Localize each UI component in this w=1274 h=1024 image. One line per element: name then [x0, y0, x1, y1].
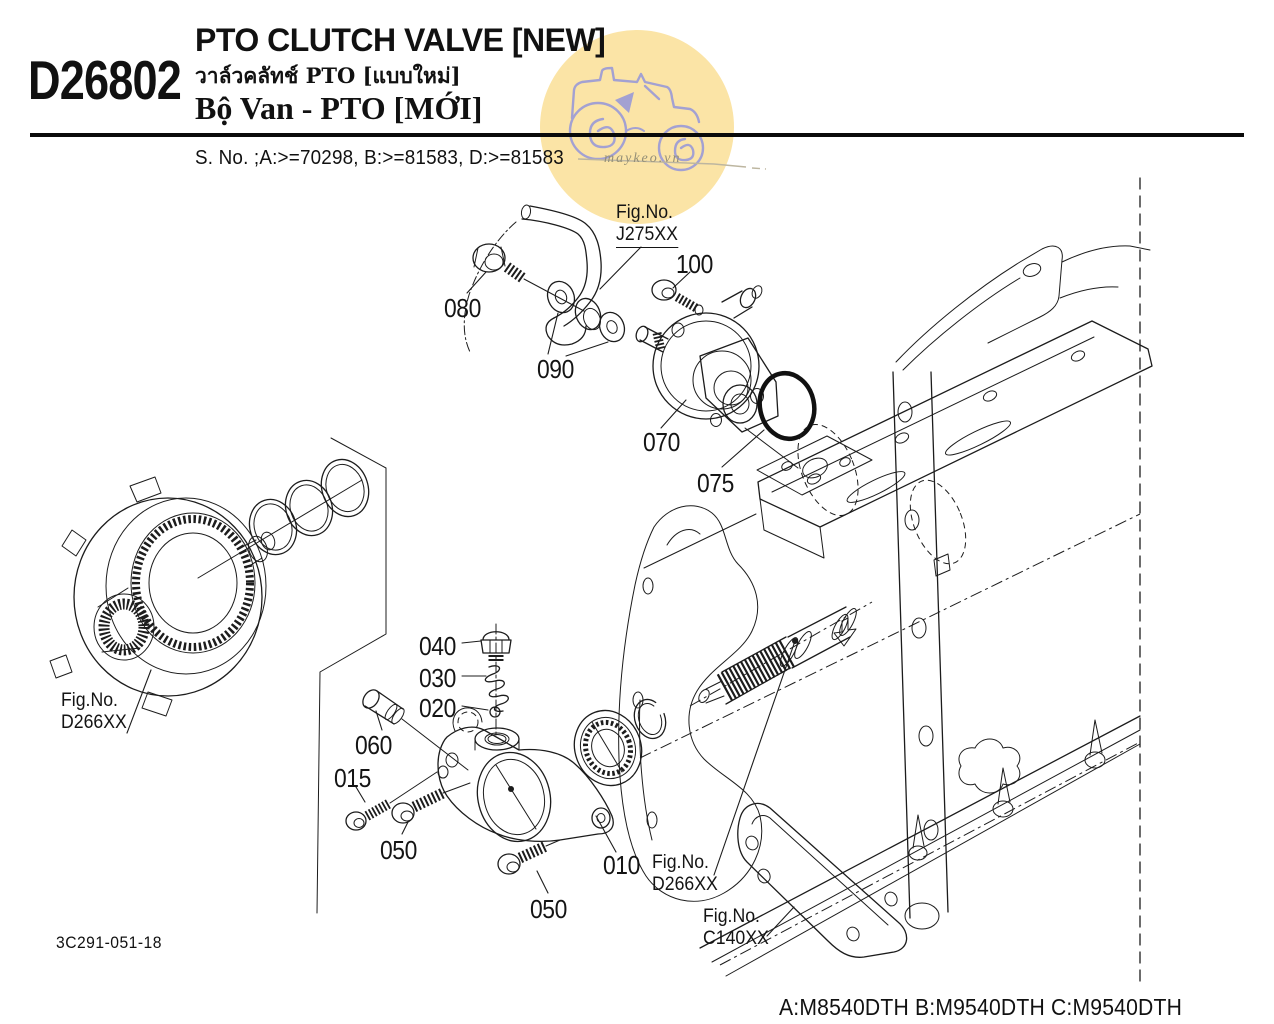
watermark-ground-dash	[751, 167, 767, 170]
plug-spring-ball	[480, 623, 512, 736]
pto-shaft	[689, 601, 873, 707]
joint-bolt-080	[472, 243, 585, 312]
serial-number-note: S. No. ;A:>=70298, B:>=81583, D:>=81583	[195, 146, 564, 169]
figure-code: D26802	[28, 49, 182, 111]
callout-020: 020	[419, 693, 456, 723]
hydraulic-pipe	[463, 204, 602, 353]
callout-040: 040	[419, 631, 456, 661]
pin-and-screws	[345, 689, 561, 875]
page-title-th: วาล์วคลัทช์ PTO [แบบใหม่]	[195, 63, 461, 88]
drawing-number: 3C291-051-18	[56, 934, 162, 952]
page-title-en: PTO CLUTCH VALVE [NEW]	[195, 22, 606, 58]
transmission-case	[618, 245, 1153, 977]
callout-060: 060	[355, 730, 392, 760]
callout-015: 015	[334, 763, 371, 793]
page-title-vi: Bộ Van - PTO [MỚI]	[195, 90, 483, 126]
assembly-axis-line	[197, 479, 363, 579]
figref-caption: Fig.No.	[61, 690, 118, 711]
callout-100: 100	[676, 249, 713, 279]
detail-boundary-line	[316, 437, 387, 914]
callout-050-b: 050	[530, 894, 567, 924]
figref-code: C140XX	[703, 928, 769, 949]
sealing-washers-090	[546, 280, 626, 343]
pto-valve-assembly	[635, 285, 799, 469]
callout-050-a: 050	[380, 835, 417, 865]
figref-d266xx-left: Fig.No. D266XX	[61, 690, 127, 734]
case-bearing-and-snap-ring	[573, 698, 667, 787]
tractor-icon	[568, 66, 705, 172]
callout-030: 030	[419, 663, 456, 693]
figref-code: J275XX	[616, 224, 678, 248]
figref-d266xx-right: Fig.No. D266XX	[652, 852, 718, 896]
header-divider	[30, 133, 1244, 137]
callout-080: 080	[444, 293, 481, 323]
figref-code: D266XX	[652, 874, 718, 895]
watermark-ground-line	[577, 158, 747, 168]
valve-body-010	[437, 707, 614, 843]
figref-j275xx: Fig.No. J275XX	[616, 202, 678, 248]
watermark-site-text: maykeo.vn	[604, 151, 681, 166]
callout-leader-lines	[126, 246, 798, 937]
figref-caption: Fig.No.	[703, 906, 760, 927]
clutch-o-rings	[248, 458, 370, 556]
pto-clutch-drum	[49, 476, 363, 717]
figref-caption: Fig.No.	[652, 852, 709, 873]
watermark-circle	[540, 30, 734, 224]
model-applicability-note: A:M8540DTH B:M9540DTH C:M9540DTH	[779, 994, 1183, 1020]
figref-code: D266XX	[61, 712, 127, 733]
valve-o-ring-075	[757, 370, 817, 442]
callout-010: 010	[603, 850, 640, 880]
figref-c140xx: Fig.No. C140XX	[703, 906, 769, 950]
figref-caption: Fig.No.	[616, 202, 673, 223]
callout-090: 090	[537, 354, 574, 384]
callout-070: 070	[643, 427, 680, 457]
joint-fitting-100	[651, 279, 704, 316]
callout-075: 075	[697, 468, 734, 498]
